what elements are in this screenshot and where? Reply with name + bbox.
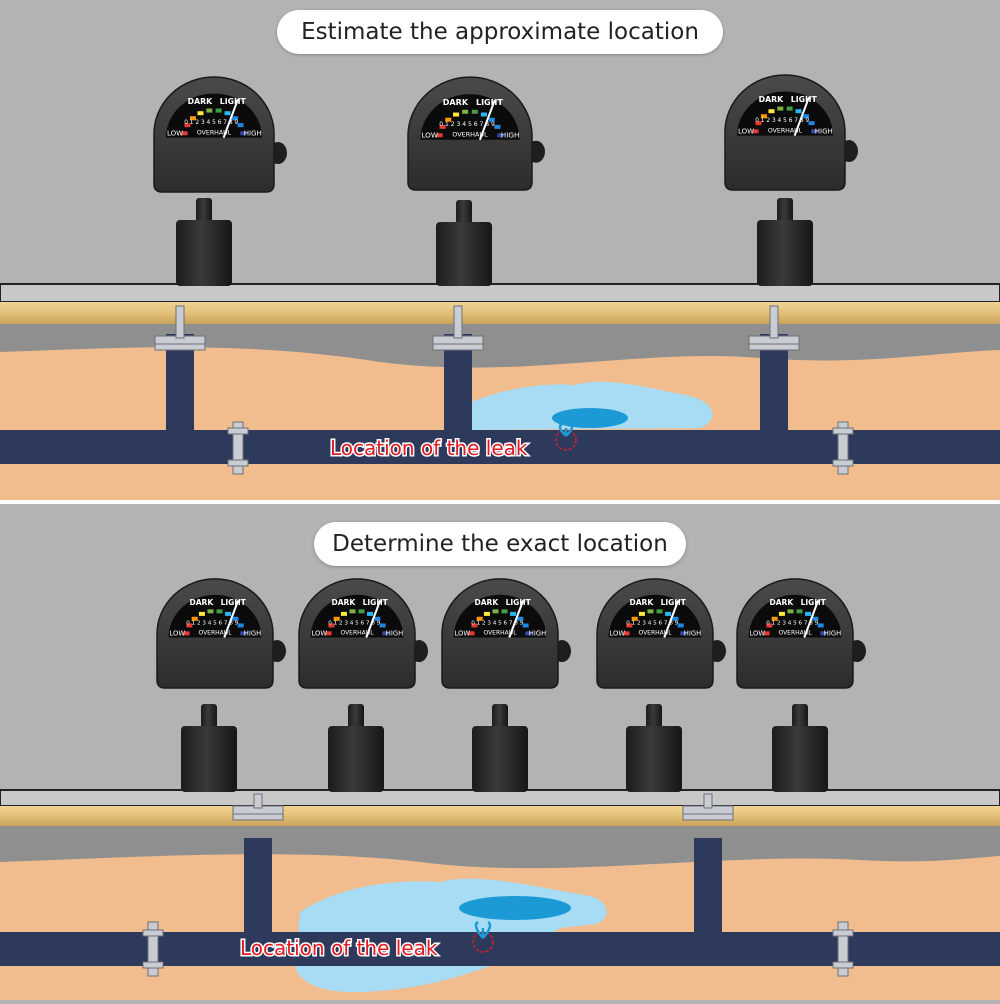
wood-layer <box>0 806 1000 826</box>
dial-label-light: LIGHT <box>801 598 827 607</box>
sensor-probe-icon <box>328 704 384 792</box>
acoustic-detector-icon: DARK LIGHT LOW HIGH 0 1 2 3 4 5 6 7 8 9 OVERH… <box>441 578 571 689</box>
dial-scale: 0 1 2 3 4 5 6 7 8 9 <box>186 620 238 626</box>
sensor-probe-icon <box>436 200 492 286</box>
acoustic-detector-icon: DARK LIGHT LOW HIGH 0 1 2 3 4 5 6 7 8 9 OVERH… <box>407 76 545 191</box>
dial-label-high: HIGH <box>244 129 262 138</box>
acoustic-detector-icon: DARK LIGHT LOW HIGH 0 1 2 3 4 5 6 7 8 9 OVERH… <box>724 74 858 191</box>
dial-label-dark: DARK <box>769 598 794 607</box>
dial-label-light: LIGHT <box>791 95 818 104</box>
main-pipe <box>0 932 1000 966</box>
dial-label-dark: DARK <box>188 97 214 106</box>
dial-label-low: LOW <box>167 129 183 138</box>
dial-label-high: HIGH <box>824 629 841 637</box>
dial-label-high: HIGH <box>386 629 403 637</box>
dial-label-overhaul: OVERHAUL <box>768 128 803 135</box>
dial-label-low: LOW <box>610 629 626 637</box>
dial-label-dark: DARK <box>629 598 654 607</box>
dial-label-dark: DARK <box>759 95 785 104</box>
dial-label-overhaul: OVERHAUL <box>778 629 812 636</box>
water-spread <box>472 381 713 430</box>
dial-label-light: LIGHT <box>220 97 247 106</box>
dial-label-low: LOW <box>170 629 186 637</box>
dial-label-low: LOW <box>421 131 438 140</box>
sensor-probe-icon <box>176 198 232 286</box>
dial-scale: 0 1 2 3 4 5 6 7 8 9 <box>328 620 380 626</box>
dial-label-overhaul: OVERHAUL <box>197 130 232 137</box>
step-heading-estimate: Estimate the approximate location <box>277 10 723 54</box>
dial-label-light: LIGHT <box>476 98 503 107</box>
dial-label-light: LIGHT <box>661 598 687 607</box>
dial-label-overhaul: OVERHAUL <box>483 629 517 636</box>
main-pipe <box>0 430 1000 464</box>
acoustic-detector-icon: DARK LIGHT LOW HIGH 0 1 2 3 4 5 6 7 8 9 OVERH… <box>736 578 866 689</box>
dial-label-low: LOW <box>738 127 754 136</box>
dial-label-overhaul: OVERHAUL <box>638 629 672 636</box>
dial-label-high: HIGH <box>684 629 701 637</box>
dial-label-dark: DARK <box>331 598 356 607</box>
acoustic-detector-icon: DARK LIGHT LOW HIGH 0 1 2 3 4 5 6 7 8 9 OVERH… <box>153 76 287 193</box>
dial-label-overhaul: OVERHAUL <box>198 629 232 636</box>
water-leak-icon <box>472 920 494 953</box>
dial-label-low: LOW <box>455 629 471 637</box>
sensor-probe-icon <box>772 704 828 792</box>
dial-label-dark: DARK <box>189 598 214 607</box>
top-panel <box>0 0 1000 500</box>
acoustic-detector-icon: DARK LIGHT LOW HIGH 0 1 2 3 4 5 6 7 8 9 OVERH… <box>596 578 726 689</box>
acoustic-detector-icon: DARK LIGHT LOW HIGH 0 1 2 3 4 5 6 7 8 9 OVERH… <box>298 578 428 689</box>
water-leak-icon <box>555 422 577 451</box>
dial-scale: 0 1 2 3 4 5 6 7 8 9 <box>766 620 818 626</box>
dial-label-dark: DARK <box>474 598 499 607</box>
dial-scale: 0 1 2 3 4 5 6 7 8 9 <box>439 121 495 128</box>
dial-scale: 0 1 2 3 4 5 6 7 8 9 <box>184 120 238 126</box>
dial-label-high: HIGH <box>815 127 833 136</box>
leak-location-label: Location of the leak <box>330 436 528 460</box>
leak-location-label: Location of the leak <box>240 936 438 960</box>
dial-label-high: HIGH <box>529 629 546 637</box>
sensor-probe-icon <box>472 704 528 792</box>
acoustic-detector-icon: DARK LIGHT LOW HIGH 0 1 2 3 4 5 6 7 8 9 OVERH… <box>156 578 286 689</box>
sensor-probe-icon <box>757 198 813 286</box>
dial-label-light: LIGHT <box>363 598 389 607</box>
dial-label-overhaul: OVERHAUL <box>340 629 374 636</box>
dial-scale: 0 1 2 3 4 5 6 7 8 9 <box>626 620 678 626</box>
sensor-probe-icon <box>181 704 237 792</box>
dial-label-light: LIGHT <box>506 598 532 607</box>
dial-label-high: HIGH <box>244 629 261 637</box>
dial-label-light: LIGHT <box>221 598 247 607</box>
dial-label-overhaul: OVERHAUL <box>452 131 488 139</box>
sensor-probe-icon <box>626 704 682 792</box>
dial-label-low: LOW <box>750 629 766 637</box>
dial-scale: 0 1 2 3 4 5 6 7 8 9 <box>471 620 523 626</box>
step-heading-determine: Determine the exact location <box>314 522 686 566</box>
dial-label-low: LOW <box>312 629 328 637</box>
dial-scale: 0 1 2 3 4 5 6 7 8 9 <box>755 118 809 124</box>
wood-layer <box>0 302 1000 324</box>
dial-label-high: HIGH <box>501 131 520 140</box>
dial-label-dark: DARK <box>443 98 469 107</box>
